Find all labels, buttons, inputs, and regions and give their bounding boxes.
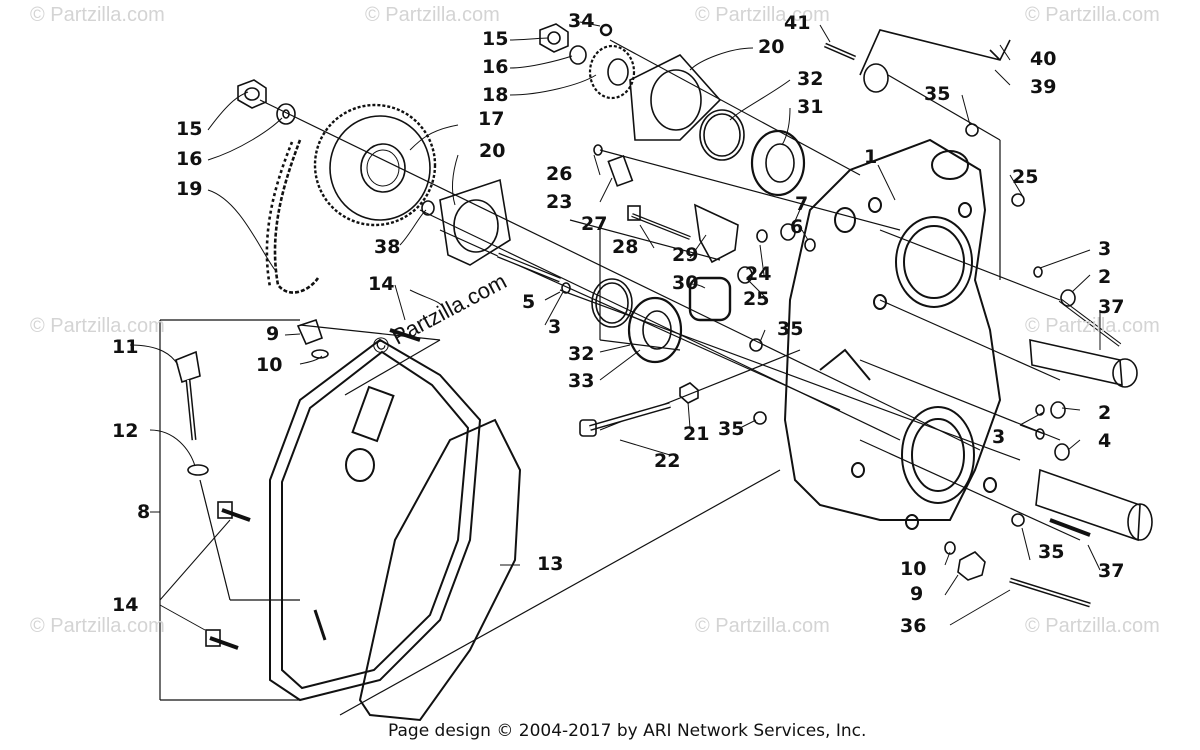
chaincase-cover [269,338,482,702]
callout-label: 36 [900,615,927,637]
callout-label: 19 [176,178,203,200]
callout-label: 25 [743,288,770,310]
callout-label: 9 [910,583,924,605]
gear-nut-washer [237,79,296,125]
callout-label: 26 [546,163,573,185]
callout-label: 35 [777,318,804,340]
bearings-and-rings [591,109,806,364]
callout-label: 41 [784,12,811,34]
callout-label: 37 [1098,560,1125,582]
callout-label: 3 [1098,238,1112,260]
callout-label: 33 [568,370,595,392]
callout-label: 40 [1030,48,1057,70]
callout-label: 35 [1038,541,1065,563]
callout-label: 20 [758,36,785,58]
callout-label: 37 [1098,296,1125,318]
callout-label: 32 [568,343,595,365]
callout-label: 7 [795,193,809,215]
callout-label: 31 [797,96,824,118]
callout-label: 20 [479,140,506,162]
callout-leaders [129,21,1101,631]
callout-label: 15 [176,118,203,140]
callout-label: 30 [672,272,699,294]
cover-gasket [358,418,522,722]
watermark: © Partzilla.com [30,315,165,337]
callout-label: 6 [790,216,804,238]
page-footer: Page design © 2004-2017 by ARI Network S… [388,721,867,741]
callout-label: 11 [112,336,139,358]
callout-label: 22 [654,450,681,472]
callout-label: 23 [546,191,573,213]
watermark: © Partzilla.com [365,4,500,26]
callout-label: 10 [900,558,927,580]
callout-label: 12 [112,420,139,442]
watermark: © Partzilla.com [30,615,165,637]
callout-label: 24 [745,263,772,285]
callout-label: 18 [482,84,509,106]
drive-chain [265,139,320,294]
callout-label: 8 [137,501,151,523]
watermark: © Partzilla.com [1025,4,1160,26]
callout-label: 28 [612,236,639,258]
callout-label: 15 [482,28,509,50]
callout-label: 14 [112,594,139,616]
watermark: © Partzilla.com [30,4,165,26]
callout-label: 14 [368,273,395,295]
callout-label: 13 [537,553,564,575]
callout-label: 2 [1098,266,1112,288]
callout-label: 17 [478,108,505,130]
chaincase-housing [783,138,1002,530]
driven-gear [313,103,437,227]
cable-bracket [859,29,1011,93]
callout-label: 38 [374,236,401,258]
small-fasteners [421,42,1025,437]
callout-label: 35 [718,418,745,440]
callout-label: 32 [797,68,824,90]
callout-label: 16 [482,56,509,78]
callout-label: 3 [992,426,1006,448]
watermark: © Partzilla.com [1025,315,1160,337]
bearing-plates [439,54,722,266]
callout-label: 9 [266,323,280,345]
dipstick-and-plugs [175,318,421,650]
callout-label: 29 [672,244,699,266]
top-sprocket-group [539,23,636,100]
callout-label: 21 [683,423,710,445]
callout-label: 27 [581,213,608,235]
callout-label: 3 [548,316,562,338]
callout-label: 4 [1098,430,1112,452]
alignment-lines [159,39,1081,716]
callout-label: 10 [256,354,283,376]
watermark: © Partzilla.com [695,615,830,637]
output-shafts [944,266,1153,608]
callout-label: 2 [1098,402,1112,424]
callout-label: 1 [864,146,878,168]
callout-label: 25 [1012,166,1039,188]
callout-label: 34 [568,10,595,32]
callout-label: 39 [1030,76,1057,98]
callout-label: 35 [924,83,951,105]
watermark: © Partzilla.com [1025,615,1160,637]
callout-label: 5 [522,291,536,313]
watermark: © Partzilla.com [695,4,830,26]
callout-label: 16 [176,148,203,170]
